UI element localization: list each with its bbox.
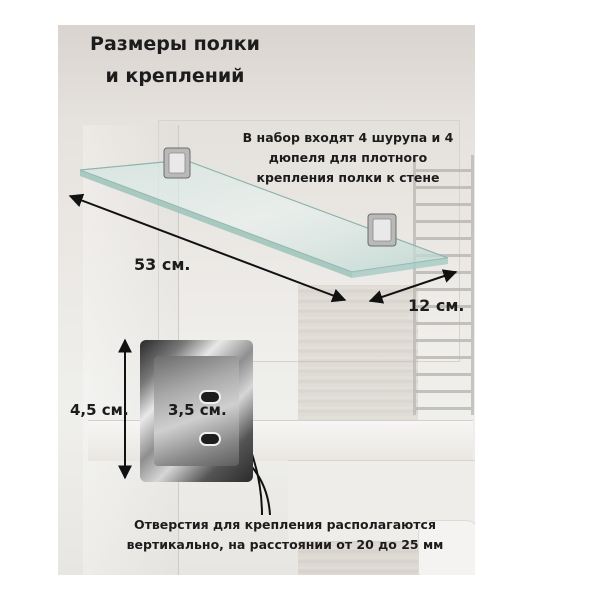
shelf-depth-label: 12 см. [408, 296, 465, 315]
depth-arrow [368, 269, 458, 304]
footnote-line-2: вертикально, на расстоянии от 20 до 25 м… [126, 537, 444, 552]
shelf-length-label: 53 см. [134, 255, 191, 274]
shelf-holder-left [163, 147, 191, 179]
bracket-height-label: 4,5 см. [70, 401, 129, 419]
length-arrow [68, 193, 347, 303]
kit-note-line-2: дюпеля для плотного [268, 150, 428, 165]
bracket-closeup [140, 340, 253, 482]
kit-contents-note: В набор входят 4 шурупа и 4 дюпеля для п… [228, 128, 468, 188]
shelf-holder-right [367, 213, 397, 247]
bracket-width-label: 3,5 см. [168, 401, 227, 419]
footnote-line-1: Отверстия для крепления располагаются [134, 517, 436, 532]
mounting-hole-bottom [199, 432, 221, 446]
mounting-holes-note: Отверстия для крепления располагаются ве… [100, 515, 470, 555]
kit-note-line-1: В набор входят 4 шурупа и 4 [242, 130, 454, 145]
kit-note-line-3: крепления полки к стене [256, 170, 440, 185]
bathroom-background-photo [58, 25, 475, 575]
title-line-1: Размеры полки [90, 33, 260, 55]
page-title: Размеры полки и креплений [75, 28, 275, 92]
mounting-hole-top [199, 390, 221, 404]
toilet [418, 520, 475, 575]
title-line-2: и креплений [105, 65, 245, 87]
bracket-plate [154, 356, 239, 466]
